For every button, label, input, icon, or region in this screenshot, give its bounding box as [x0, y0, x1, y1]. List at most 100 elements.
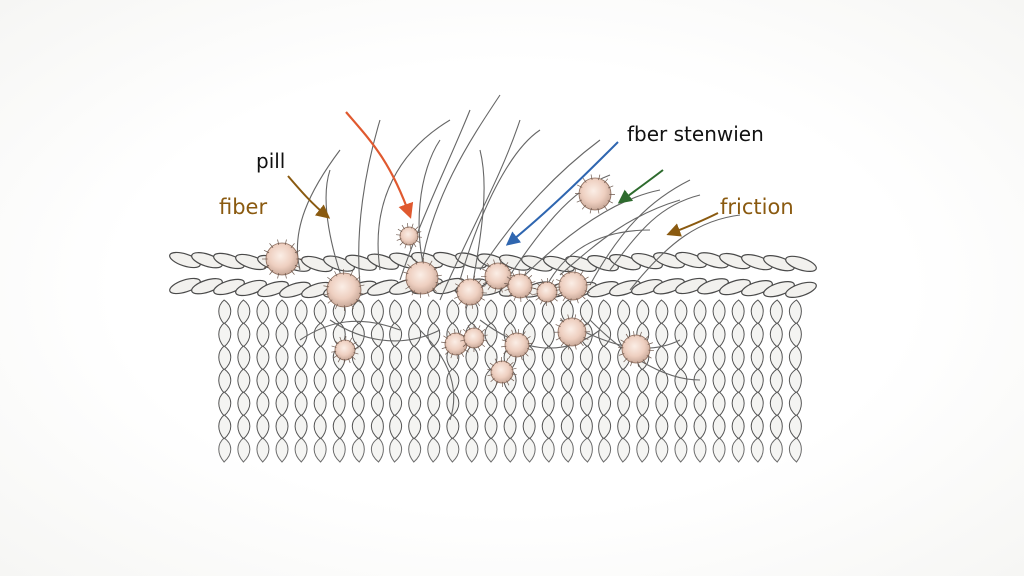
knit-stitch [218, 437, 232, 463]
pills [262, 174, 654, 388]
pill-icon [574, 174, 616, 214]
knit-stitch [256, 322, 270, 348]
knit-stitch [750, 414, 764, 440]
knit-stitch [636, 368, 650, 394]
knit-stitch [522, 414, 536, 440]
knit-stitch [598, 299, 612, 325]
knit-stitch [750, 391, 764, 417]
knit-stitch [522, 437, 536, 463]
fiber-strand [559, 199, 681, 276]
knit-stitch [275, 368, 289, 394]
loose-fibers [296, 94, 741, 421]
knit-stitch [408, 437, 422, 463]
knit-stitch [332, 437, 346, 463]
knit-stitch [693, 414, 707, 440]
knit-stitch [674, 322, 688, 348]
fiber-strand [329, 319, 441, 342]
pill-icon [533, 277, 561, 307]
knit-stitch [237, 414, 251, 440]
knit-stitch [769, 368, 783, 394]
knit-stitch [446, 414, 460, 440]
knit-stitch [750, 345, 764, 371]
knit-stitch [674, 414, 688, 440]
knit-stitch [560, 345, 574, 371]
knit-stitch [712, 299, 726, 325]
fiber-strand [479, 319, 601, 349]
fiber-strand [419, 94, 501, 276]
braid-link [631, 252, 663, 270]
knit-stitch [712, 414, 726, 440]
fiber-label: fiber [219, 195, 268, 219]
knit-stitch [465, 391, 479, 417]
knit-stitch [275, 299, 289, 325]
knit-stitch [541, 391, 555, 417]
pill-icon [402, 258, 442, 298]
fiber-strand [419, 329, 455, 421]
knit-stitch [560, 437, 574, 463]
knit-stitch [370, 414, 384, 440]
knit-stitch [313, 345, 327, 371]
arrow-icon [617, 169, 664, 204]
knit-stitch [237, 345, 251, 371]
knit-stitch [788, 391, 802, 417]
knit-stitch [693, 345, 707, 371]
knit-stitch [389, 368, 403, 394]
knit-stitch [465, 345, 479, 371]
knit-stitch [446, 437, 460, 463]
knit-stitch [712, 322, 726, 348]
knit-stitch [560, 391, 574, 417]
knit-stitch [788, 368, 802, 394]
fiber-strand [358, 119, 381, 286]
knit-stitch [750, 322, 764, 348]
knit-stitch [693, 368, 707, 394]
knit-stitch [313, 368, 327, 394]
knit-stitch-columns [218, 299, 802, 463]
knit-stitch [769, 299, 783, 325]
pill-icon [553, 314, 591, 350]
knit-stitch [294, 414, 308, 440]
knit-stitch [693, 322, 707, 348]
braid-link [279, 281, 311, 298]
knit-stitch [408, 345, 422, 371]
knit-stitch [427, 437, 441, 463]
knit-stitch [674, 299, 688, 325]
knit-stitch [769, 414, 783, 440]
knit-stitch [484, 437, 498, 463]
knit-stitch [674, 345, 688, 371]
knit-stitch [579, 437, 593, 463]
knit-stitch [598, 414, 612, 440]
braid-link [763, 281, 795, 298]
knit-stitch [579, 391, 593, 417]
knit-stitch [427, 299, 441, 325]
knit-stitch [370, 391, 384, 417]
knit-stitch [237, 299, 251, 325]
braid-link [565, 255, 597, 273]
knit-stitch [294, 299, 308, 325]
pill-icon [323, 268, 365, 312]
fiber-strand [519, 189, 661, 281]
knit-stitch [636, 299, 650, 325]
knit-stitch [275, 391, 289, 417]
knit-stitch [313, 391, 327, 417]
knit-stitch [769, 437, 783, 463]
braid-link [653, 278, 685, 295]
braid-link [191, 278, 223, 295]
knit-stitch [237, 368, 251, 394]
braid-link [213, 278, 245, 296]
braid-link [719, 278, 751, 296]
knit-stitch [237, 391, 251, 417]
braid-link [169, 251, 201, 269]
knit-stitch [674, 437, 688, 463]
fiber-strand [377, 119, 451, 271]
fiber-strand [589, 179, 691, 286]
knit-stitch [617, 368, 631, 394]
knit-stitch [731, 299, 745, 325]
fiber-strand-label: fber stenwien [627, 122, 764, 146]
knit-stitch [370, 368, 384, 394]
knit-stitch [503, 391, 517, 417]
knit-stitch [560, 414, 574, 440]
knit-stitch [427, 368, 441, 394]
knit-stitch [769, 322, 783, 348]
knit-stitch [788, 322, 802, 348]
